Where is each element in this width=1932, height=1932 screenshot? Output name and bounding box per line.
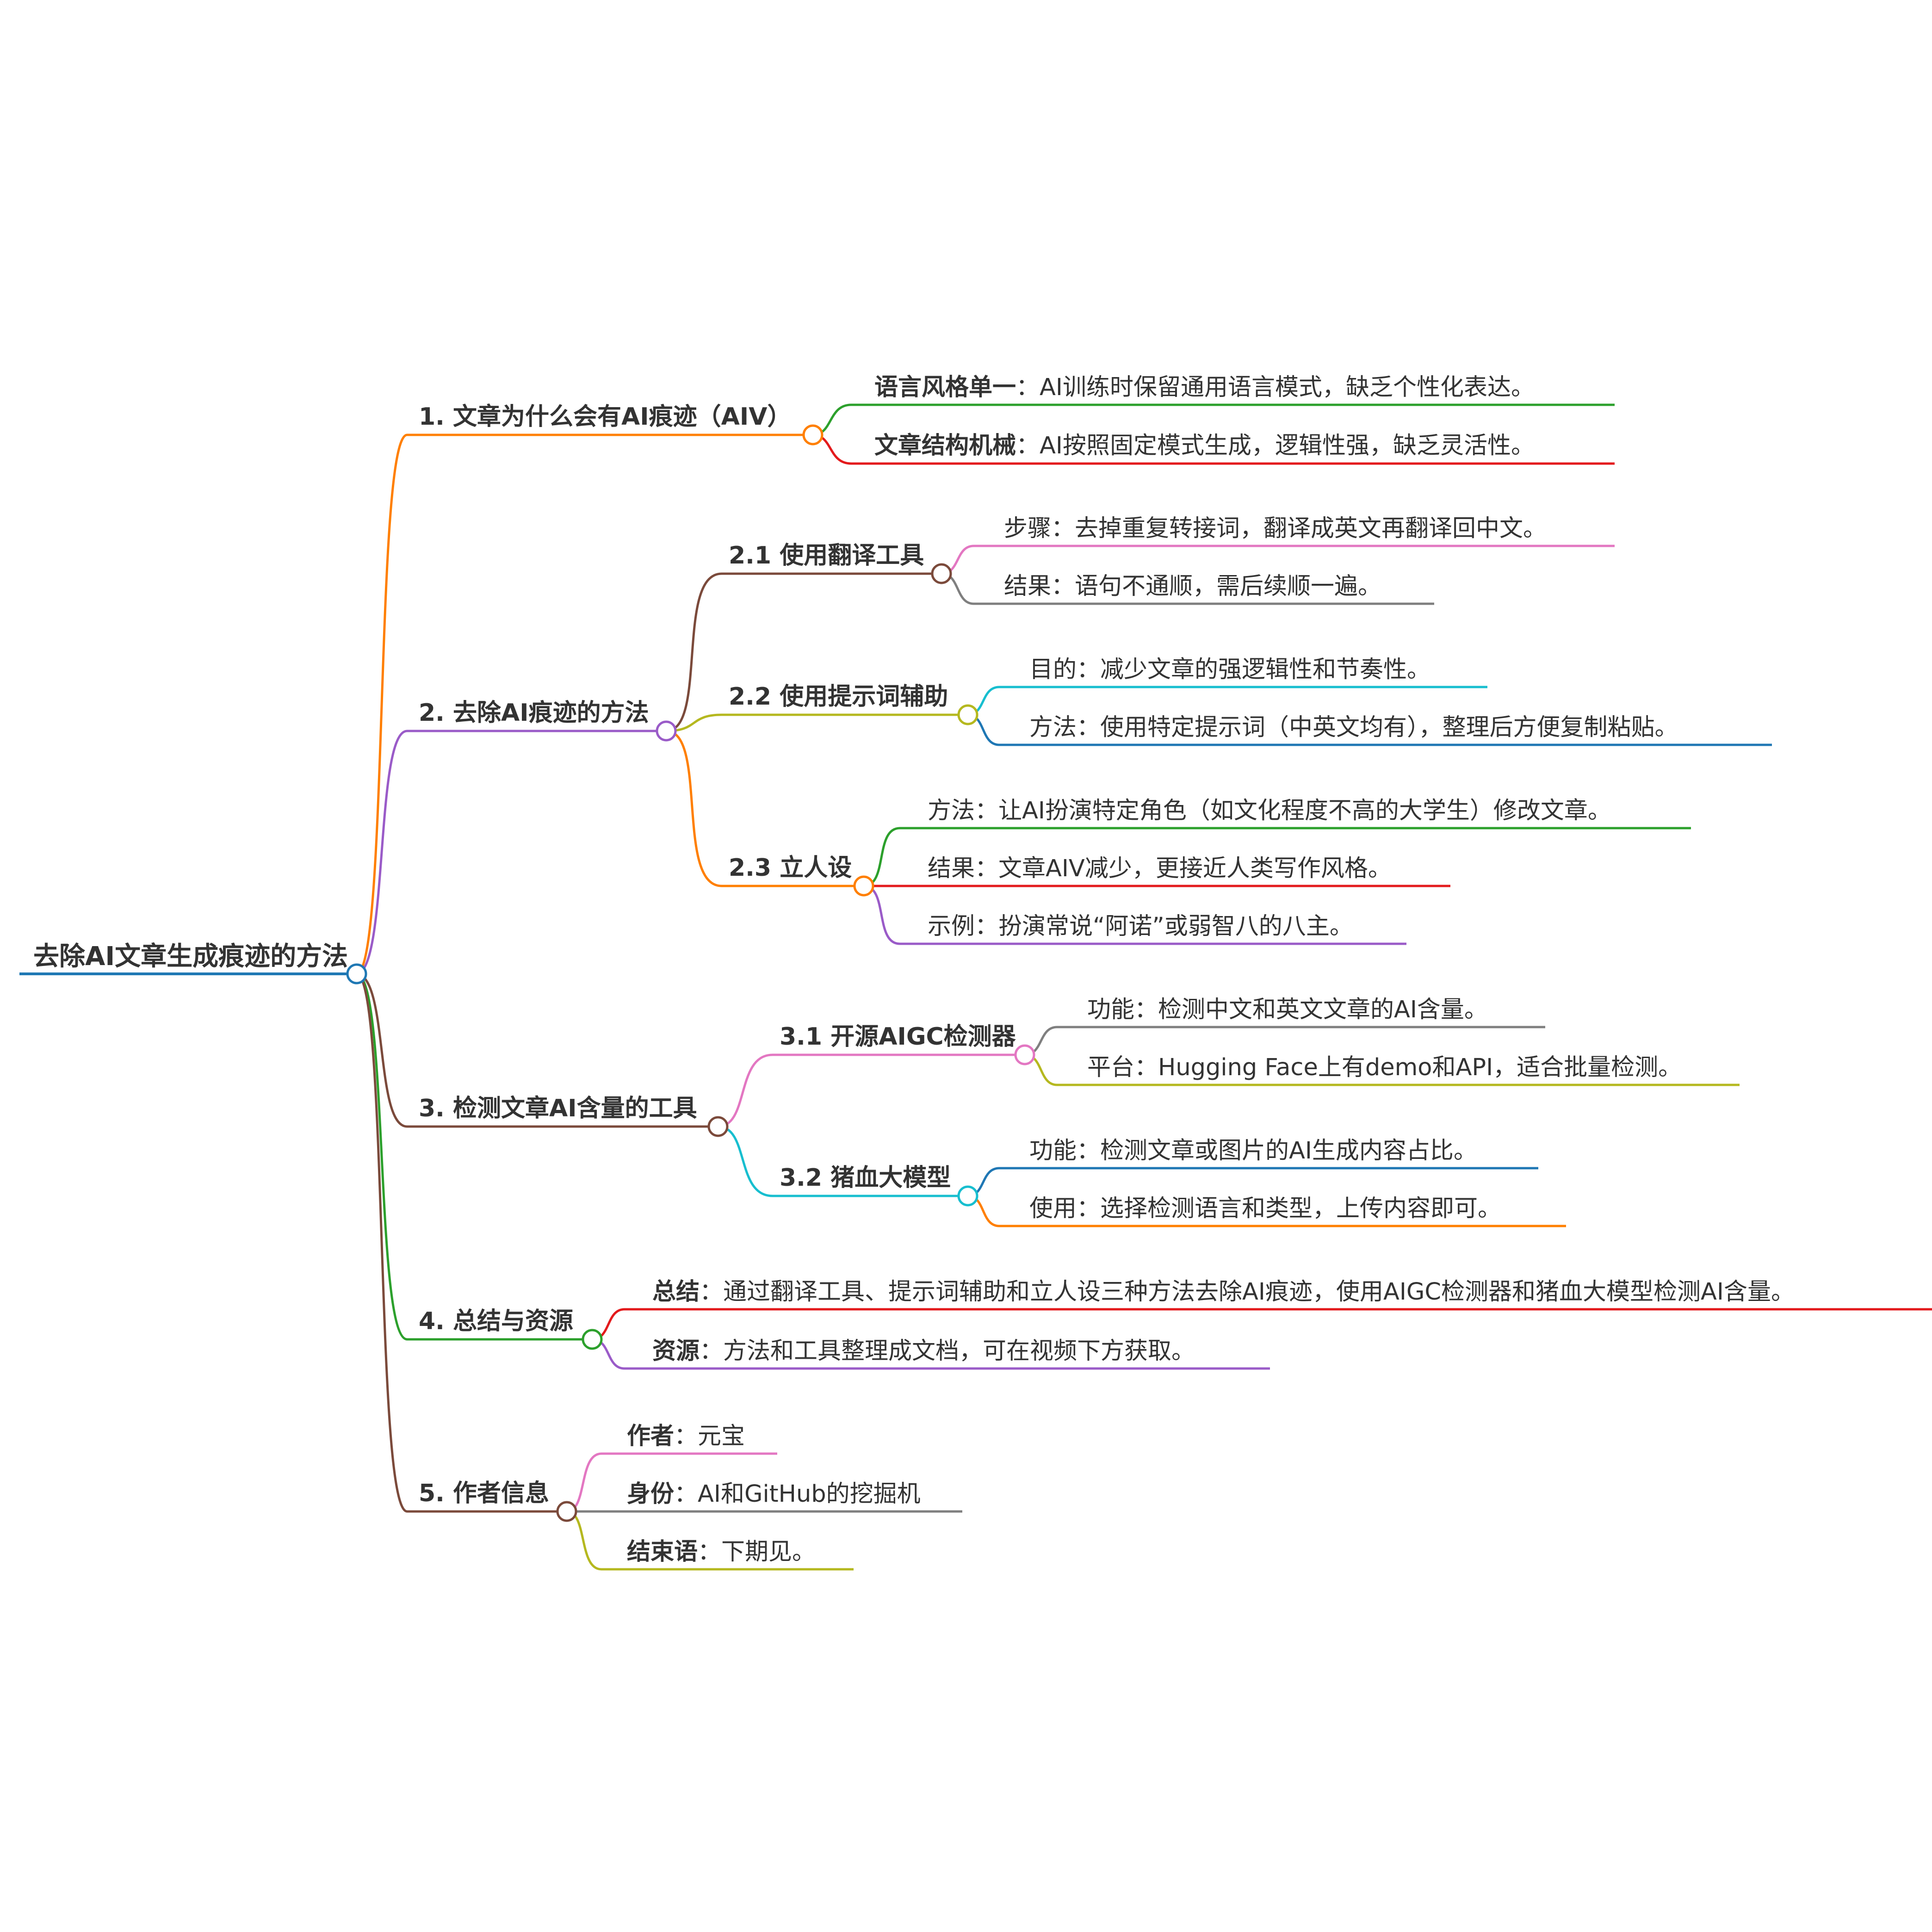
- root-toggle[interactable]: [346, 963, 367, 985]
- edge-root-n1: [356, 433, 408, 975]
- topic-3[interactable]: 3. 检测文章AI含量的工具: [419, 1095, 697, 1122]
- topic-5-item-1[interactable]: 作者：元宝: [627, 1424, 745, 1448]
- n5-toggle[interactable]: [556, 1501, 577, 1522]
- subtopic-3-1-item-2[interactable]: 平台：Hugging Face上有demo和API，适合批量检测。: [1087, 1054, 1682, 1081]
- topic-2[interactable]: 2. 去除AI痕迹的方法: [419, 699, 649, 727]
- topic-4-item-2-text: ：方法和工具整理成文档，可在视频下方获取。: [700, 1338, 1195, 1365]
- topic-5-item-3-text: ：下期见。: [698, 1538, 816, 1566]
- topic-5-item-2[interactable]: 身份：AI和GitHub的挖掘机: [627, 1482, 921, 1506]
- edge-n1-c1: [812, 403, 1615, 436]
- subtopic-3-1-item-1[interactable]: 功能：检测中文和英文文章的AI含量。: [1087, 996, 1488, 1023]
- topic-4[interactable]: 4. 总结与资源: [419, 1307, 574, 1335]
- topic-4-item-1[interactable]: 总结：通过翻译工具、提示词辅助和立人设三种方法去除AI痕迹，使用AIGC检测器和…: [652, 1280, 1795, 1304]
- edge-n3-s1: [718, 1053, 1025, 1128]
- subtopic-3-2[interactable]: 3.2 猪血大模型: [780, 1164, 951, 1192]
- edge-root-n4: [356, 972, 408, 1341]
- s22-toggle[interactable]: [957, 704, 978, 725]
- subtopic-2-3-item-1[interactable]: 方法：让AI扮演特定角色（如文化程度不高的大学生）修改文章。: [928, 797, 1611, 824]
- subtopic-2-2[interactable]: 2.2 使用提示词辅助: [729, 683, 948, 711]
- subtopic-2-2-item-2[interactable]: 方法：使用特定提示词（中英文均有），整理后方便复制粘贴。: [1029, 714, 1678, 741]
- edge-n2-s1: [666, 572, 941, 732]
- edge-s21-c1: [941, 545, 1615, 575]
- subtopic-2-1-item-2[interactable]: 结果：语句不通顺，需后续顺一遍。: [1004, 573, 1382, 600]
- n2-toggle[interactable]: [656, 720, 677, 742]
- subtopic-2-3-item-3[interactable]: 示例：扮演常说“阿诺”或弱智八的八主。: [928, 913, 1353, 940]
- subtopic-2-1[interactable]: 2.1 使用翻译工具: [729, 542, 924, 570]
- topic-1-item-2-text: ：AI按照固定模式生成，逻辑性强，缺乏灵活性。: [1016, 432, 1535, 459]
- edge-s32-c1: [967, 1167, 1538, 1197]
- subtopic-3-2-item-2[interactable]: 使用：选择检测语言和类型，上传内容即可。: [1029, 1195, 1502, 1222]
- topic-1-item-1-key: 语言风格单一: [874, 374, 1016, 401]
- s32-toggle[interactable]: [957, 1185, 978, 1207]
- topic-4-item-2-key: 资源: [652, 1338, 700, 1365]
- edge-n2-s2: [666, 713, 968, 732]
- topic-5-item-2-text: ：AI和GitHub的挖掘机: [674, 1480, 921, 1508]
- subtopic-2-3-item-2[interactable]: 结果：文章AIV减少，更接近人类写作风格。: [928, 855, 1392, 882]
- edge-n2-s3: [666, 730, 864, 887]
- edge-root-n5: [356, 972, 408, 1513]
- topic-5-item-3[interactable]: 结束语：下期见。: [627, 1540, 816, 1564]
- edge-s22-c1: [967, 686, 1487, 716]
- topic-1-item-1-text: ：AI训练时保留通用语言模式，缺乏个性化表达。: [1016, 374, 1535, 401]
- s31-toggle[interactable]: [1014, 1044, 1035, 1065]
- subtopic-2-2-item-1[interactable]: 目的：减少文章的强逻辑性和节奏性。: [1029, 656, 1431, 683]
- n1-toggle[interactable]: [802, 424, 824, 446]
- topic-5-item-1-key: 作者: [627, 1423, 675, 1450]
- topic-1-item-1[interactable]: 语言风格单一：AI训练时保留通用语言模式，缺乏个性化表达。: [874, 376, 1535, 399]
- subtopic-2-3[interactable]: 2.3 立人设: [729, 854, 852, 882]
- topic-5-item-3-key: 结束语: [627, 1538, 698, 1566]
- n3-toggle[interactable]: [707, 1116, 729, 1137]
- root-topic[interactable]: 去除AI文章生成痕迹的方法: [33, 941, 348, 972]
- edge-root-n3: [356, 972, 408, 1128]
- topic-1-item-2[interactable]: 文章结构机械：AI按照固定模式生成，逻辑性强，缺乏灵活性。: [874, 434, 1535, 458]
- edge-root-n2: [356, 730, 408, 975]
- edge-n4-c1: [592, 1308, 1932, 1341]
- subtopic-3-1[interactable]: 3.1 开源AIGC检测器: [780, 1023, 1016, 1051]
- topic-1[interactable]: 1. 文章为什么会有AI痕迹（AIV）: [419, 403, 792, 431]
- topic-4-item-2[interactable]: 资源：方法和工具整理成文档，可在视频下方获取。: [652, 1339, 1195, 1363]
- topic-5[interactable]: 5. 作者信息: [419, 1480, 550, 1507]
- topic-4-item-1-key: 总结: [652, 1278, 700, 1306]
- n4-toggle[interactable]: [582, 1329, 603, 1350]
- topic-1-item-2-key: 文章结构机械: [874, 432, 1016, 459]
- topic-5-item-1-text: ：元宝: [674, 1423, 745, 1450]
- topic-4-item-1-text: ：通过翻译工具、提示词辅助和立人设三种方法去除AI痕迹，使用AIGC检测器和猪血…: [700, 1278, 1795, 1306]
- s23-toggle[interactable]: [853, 875, 874, 897]
- subtopic-2-1-item-1[interactable]: 步骤：去掉重复转接词，翻译成英文再翻译回中文。: [1004, 515, 1547, 542]
- edge-s31-c1: [1024, 1026, 1545, 1056]
- s21-toggle[interactable]: [931, 563, 952, 584]
- topic-5-item-2-key: 身份: [627, 1480, 675, 1508]
- subtopic-3-2-item-1[interactable]: 功能：检测文章或图片的AI生成内容占比。: [1029, 1137, 1477, 1164]
- edge-n3-s2: [718, 1125, 968, 1197]
